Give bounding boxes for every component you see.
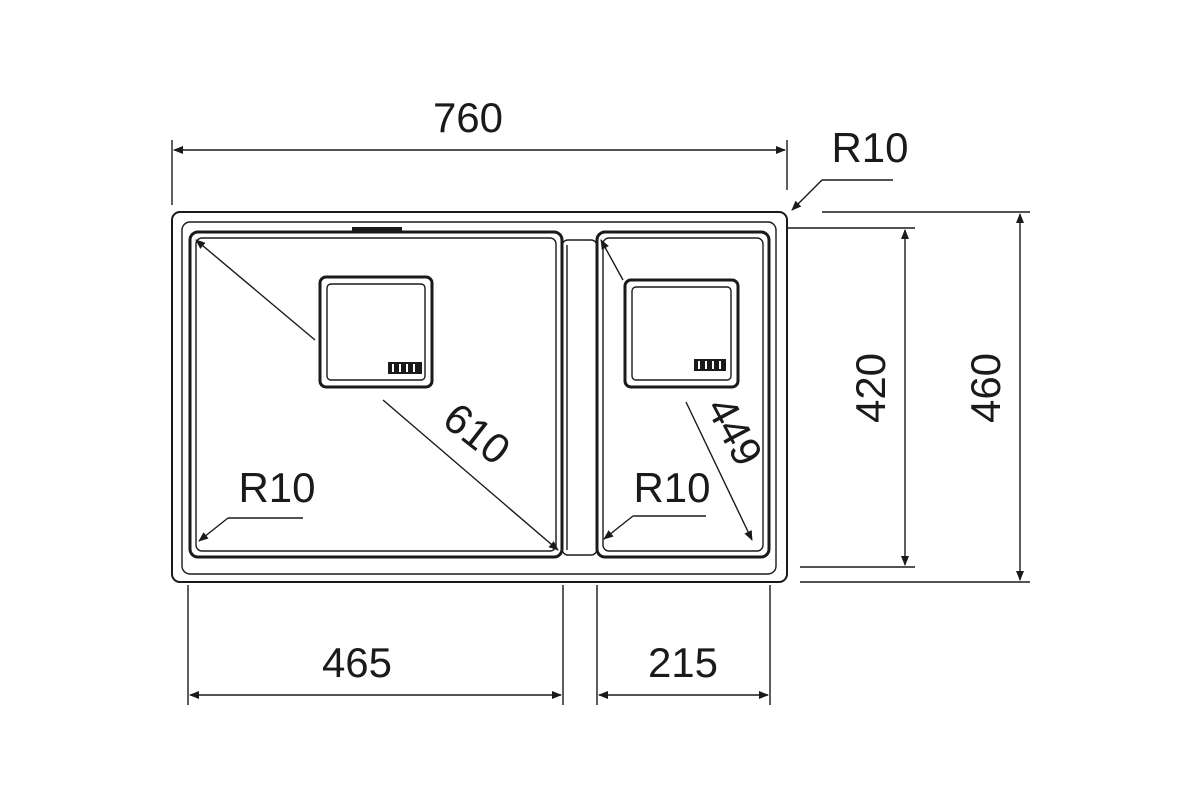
- sink-outer-outline: [171, 211, 788, 583]
- dimension-line-449-upper: [600, 239, 624, 281]
- leader-arrow-r10-left-bowl: [198, 517, 229, 542]
- leader-arrow-r10-outer: [791, 179, 823, 211]
- dimension-line-610-upper: [195, 239, 316, 341]
- dimension-label-r10-right-bowl: R10: [633, 464, 710, 511]
- dimension-label-465: 465: [322, 639, 392, 686]
- dimension-label-610: 610: [435, 393, 519, 473]
- dimension-line-449-lower: [685, 401, 753, 541]
- leader-arrow-r10-right-bowl: [603, 515, 634, 540]
- right-drain-basket: [623, 278, 740, 389]
- bowl-divider: [561, 239, 598, 556]
- dimension-line-610-lower: [382, 399, 559, 551]
- sink-rim-inner-outline: [181, 221, 777, 575]
- right-bowl-inner-outline: [602, 237, 764, 552]
- left-drain-basket: [318, 275, 434, 389]
- overflow-slot: [352, 227, 402, 232]
- dimension-label-r10-left-bowl: R10: [238, 464, 315, 511]
- dimension-label-r10-outer: R10: [831, 124, 908, 171]
- dimension-label-449: 449: [698, 389, 772, 473]
- left-bowl-inner-outline: [195, 237, 557, 552]
- dimension-label-760: 760: [433, 94, 503, 141]
- dimension-label-215: 215: [648, 639, 718, 686]
- dimension-label-420: 420: [847, 353, 894, 423]
- dimension-label-460: 460: [962, 353, 1009, 423]
